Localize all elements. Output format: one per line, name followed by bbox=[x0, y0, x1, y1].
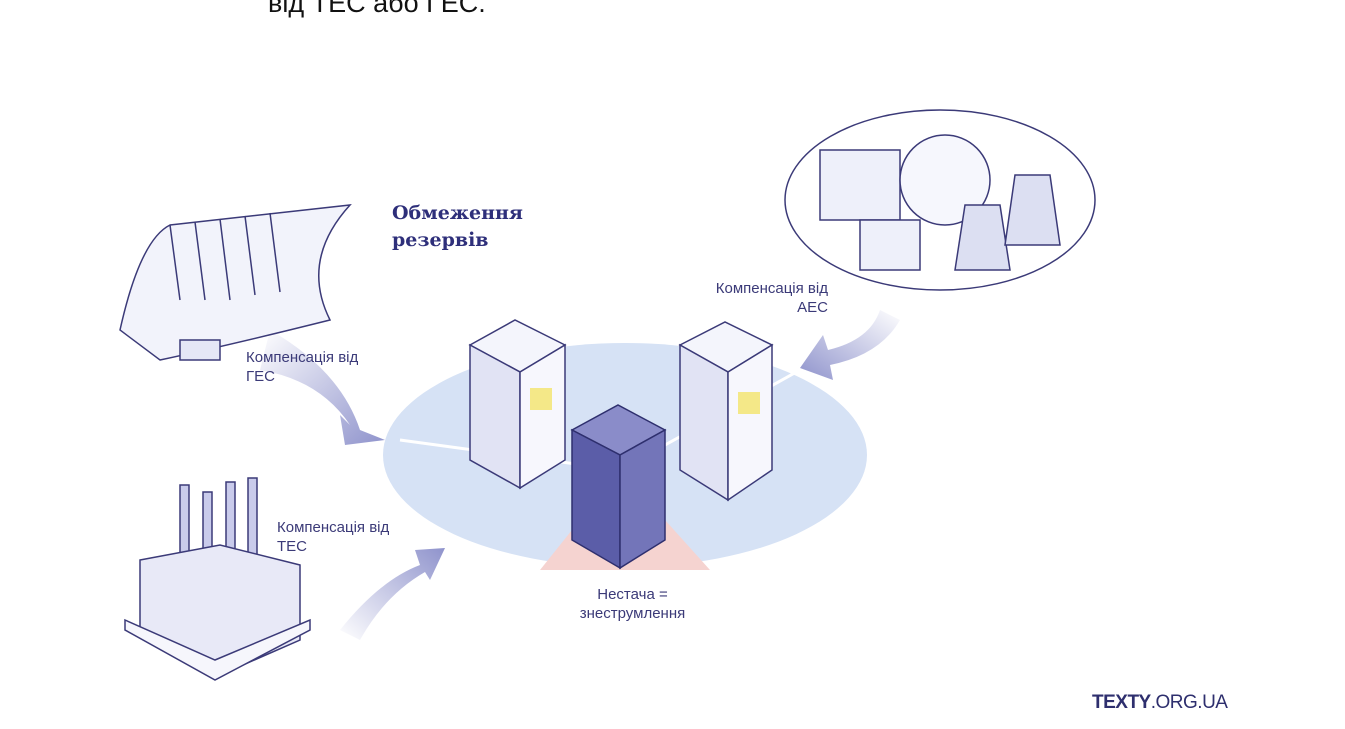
label-line: ТЕС bbox=[277, 538, 307, 555]
shortage-label: Нестача = знеструмлення bbox=[560, 585, 705, 623]
arrow-hes bbox=[260, 330, 385, 445]
thermal-plant-icon bbox=[124, 477, 311, 681]
hydro-dam-icon bbox=[119, 204, 352, 361]
building-dark-icon bbox=[570, 404, 667, 570]
nuclear-plant-icon bbox=[784, 109, 1096, 291]
label-line: Компенсація від bbox=[277, 519, 390, 536]
arrow-aes bbox=[800, 310, 900, 380]
hes-compensation-label: Компенсація від ГЕС bbox=[246, 348, 358, 386]
arrow-tes bbox=[340, 548, 445, 640]
label-line: Компенсація від bbox=[246, 349, 359, 366]
paragraph-text: від ТЕС або ГЕС. bbox=[268, 0, 486, 18]
title-line: резервів bbox=[392, 229, 489, 251]
title-line: Обмеження bbox=[392, 202, 523, 224]
label-line: знеструмлення bbox=[579, 605, 686, 622]
building-right-icon bbox=[678, 321, 774, 502]
label-line: ГЕС bbox=[246, 368, 275, 385]
aes-compensation-label: Компенсація від АЕС bbox=[700, 279, 828, 317]
logo-bold: TEXTY bbox=[1092, 692, 1151, 713]
logo-rest: .ORG.UA bbox=[1150, 692, 1228, 713]
texty-logo[interactable]: TEXTY.ORG.UA bbox=[1092, 692, 1228, 714]
reserves-limit-title: Обмеження резервів bbox=[392, 200, 523, 254]
label-line: Нестача = bbox=[597, 586, 668, 603]
label-line: Компенсація від bbox=[715, 280, 828, 297]
building-left-icon bbox=[468, 319, 567, 490]
tes-compensation-label: Компенсація від ТЕС bbox=[277, 518, 389, 556]
label-line: АЕС bbox=[797, 299, 828, 316]
